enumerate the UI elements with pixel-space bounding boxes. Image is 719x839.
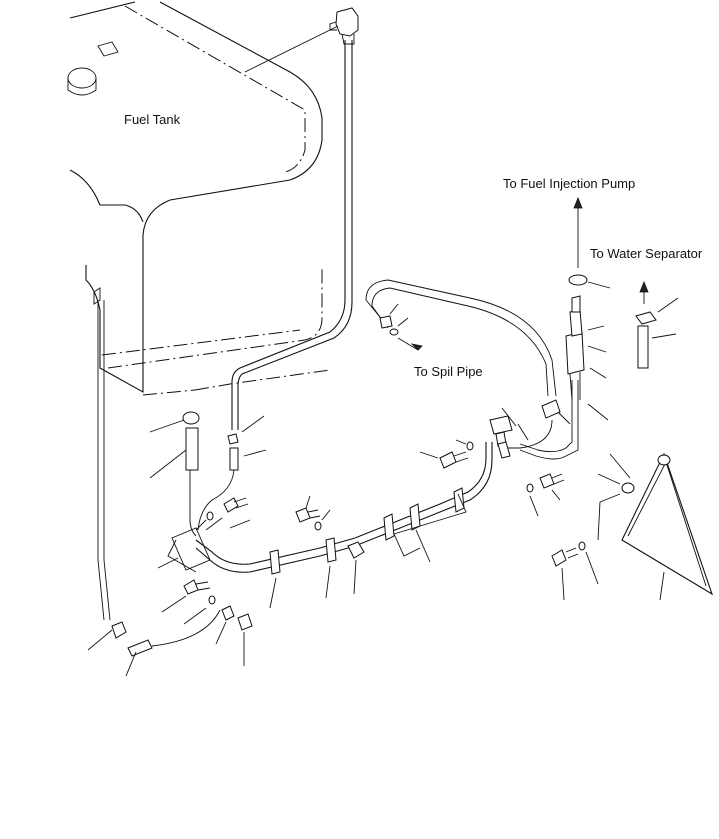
to-fuel-injection-pump-label: To Fuel Injection Pump <box>503 176 635 191</box>
tee-fitting-icon <box>489 415 513 435</box>
pipe-clamp-icon <box>325 537 337 563</box>
pipe-clamp-icon <box>453 487 465 513</box>
fuel-tank-label: Fuel Tank <box>124 112 181 127</box>
bolt-icon <box>295 507 311 523</box>
left-supply-line <box>87 300 221 677</box>
filler-cap-icon <box>67 67 97 89</box>
washer-icon <box>314 521 322 531</box>
return-line <box>231 7 359 430</box>
gauge-plate-icon <box>97 41 119 57</box>
hose-icon <box>229 447 239 471</box>
clamp-icon <box>111 621 127 639</box>
bolt-icon <box>551 549 567 567</box>
to-spill-pipe-label: To Spil Pipe <box>414 364 483 379</box>
fuel-tank: Fuel Tank <box>67 1 331 396</box>
spacer-icon <box>221 605 235 621</box>
nut-icon <box>347 541 365 559</box>
hose-icon <box>637 325 649 369</box>
hose-clamp-icon <box>541 399 561 419</box>
pipe-clamp-icon <box>383 513 395 541</box>
bolt-icon <box>439 451 457 469</box>
washer-icon <box>526 483 534 493</box>
hose-end-icon <box>379 315 393 329</box>
to-water-separator-label: To Water Separator <box>590 246 703 261</box>
arrow-spill-icon <box>410 343 423 351</box>
hose-icon <box>127 639 153 657</box>
hose-clamp-icon <box>182 411 200 425</box>
clamp-icon <box>497 441 511 459</box>
arrow-pump-icon <box>573 196 583 209</box>
top-fitting-icon <box>335 7 359 37</box>
main-pipe <box>167 442 493 609</box>
right-assembly: To Spil Pipe To Fuel Injection Pump <box>365 176 714 601</box>
bracket-hole-icon <box>621 482 635 494</box>
clamp-icon <box>227 433 239 445</box>
bracket-hole-icon <box>657 454 671 466</box>
bolt-icon <box>183 579 199 595</box>
clamp-icon <box>389 328 399 336</box>
washer-icon <box>466 441 474 451</box>
hose-icon <box>185 427 199 471</box>
check-valve-icon <box>565 331 585 375</box>
hose-clamp-icon <box>568 274 588 286</box>
washer-icon <box>206 511 214 521</box>
fasteners <box>161 439 599 666</box>
pipe-clamp-icon <box>269 549 281 575</box>
arrow-water-separator-icon <box>639 280 649 293</box>
washer-icon <box>208 595 216 605</box>
mounting-bracket <box>621 452 714 596</box>
left-hoses <box>149 411 267 571</box>
washer-icon <box>578 541 586 551</box>
bolt-icon <box>223 497 239 513</box>
bolt-icon <box>539 473 555 489</box>
spacer-icon <box>237 613 253 631</box>
hose-clamp-icon <box>635 311 657 325</box>
